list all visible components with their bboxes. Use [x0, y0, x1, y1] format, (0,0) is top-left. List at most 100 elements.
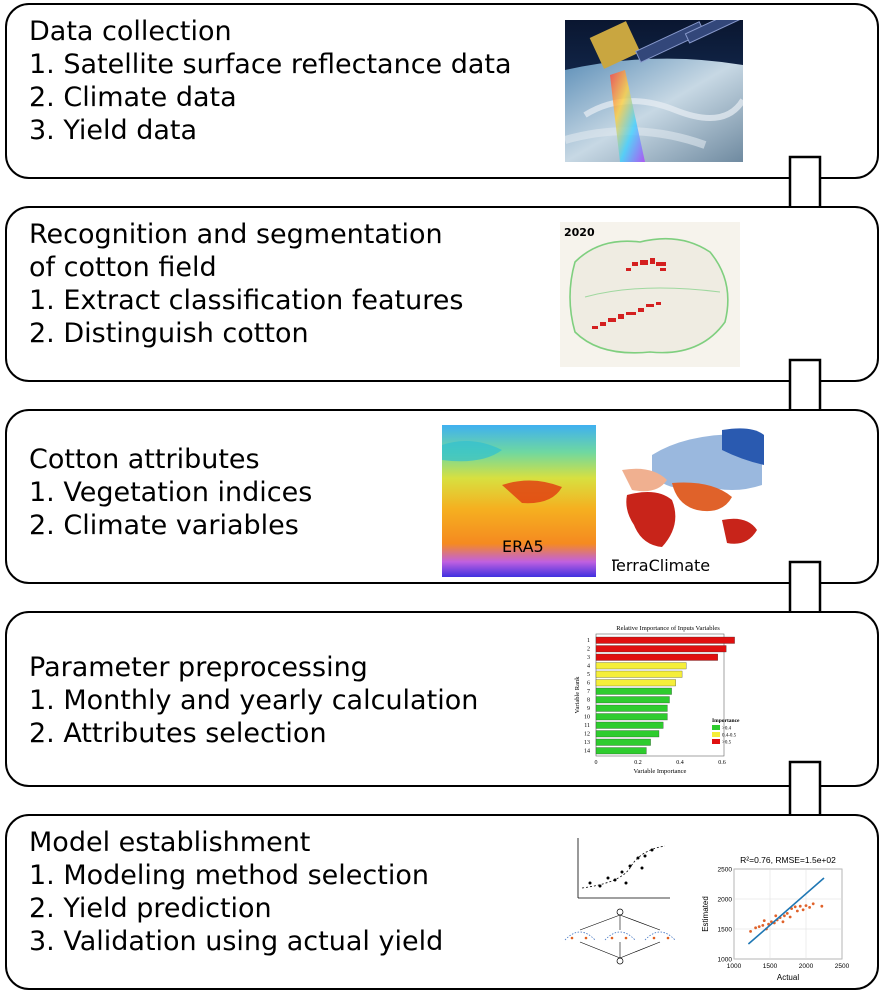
y-tick-label: 2000	[718, 896, 733, 903]
importance-bar	[595, 747, 647, 755]
x-tick-label: 1000	[727, 963, 742, 970]
step-title: Cotton attributes	[29, 444, 260, 475]
importance-bar	[595, 636, 735, 644]
step-item: 2. Distinguish cotton	[29, 318, 309, 349]
rank-label: 13	[584, 740, 590, 746]
importance-bar	[595, 670, 683, 678]
step-text: Cotton attributes 1. Vegetation indices …	[29, 443, 312, 542]
scatter-point	[788, 915, 792, 919]
step-item: 1. Vegetation indices	[29, 477, 313, 508]
scatter-xlabel: Actual	[777, 973, 799, 982]
x-tick-label: 2500	[835, 963, 850, 970]
rank-label: 11	[584, 723, 590, 729]
rank-label: 6	[587, 681, 590, 687]
step-title: Recognition and segmentation	[29, 219, 443, 250]
scatter-point	[801, 908, 805, 912]
step-recognition-segmentation: Recognition and segmentation of cotton f…	[5, 206, 879, 382]
scatter-point	[783, 914, 786, 918]
step-item: 2. Attributes selection	[29, 718, 327, 749]
x-tick: 0.6	[718, 760, 726, 766]
scatter-point	[774, 914, 778, 918]
step-data-collection: Data collection 1. Satellite surface ref…	[5, 3, 879, 179]
scatter-point	[793, 905, 797, 909]
step-item: 1. Monthly and yearly calculation	[29, 685, 479, 716]
x-tick-label: 1500	[763, 963, 778, 970]
step-item: 3. Validation using actual yield	[29, 926, 444, 957]
terraclimate-caption: TerraClimate	[612, 556, 711, 575]
step-item: 1. Modeling method selection	[29, 860, 429, 891]
scatter-point	[804, 904, 808, 907]
importance-bar	[595, 653, 718, 661]
step-item: 1. Satellite surface reflectance data	[29, 49, 512, 80]
y-tick-label: 2500	[718, 866, 733, 873]
x-tick: 0.4	[676, 760, 684, 766]
scatter-point	[761, 924, 765, 927]
y-tick-label: 1500	[718, 926, 733, 933]
importance-bar	[595, 704, 668, 712]
satellite-image	[565, 20, 743, 162]
scatter-point	[785, 912, 789, 915]
importance-bar	[595, 679, 676, 687]
step-text: Recognition and segmentation of cotton f…	[29, 218, 463, 350]
scatter-point	[820, 904, 824, 908]
scatter-grid	[733, 868, 843, 960]
era5-caption: ERA5	[502, 537, 544, 556]
step-title: Parameter preprocessing	[29, 652, 368, 683]
cotton-field-map: 2020	[560, 222, 740, 367]
step-item: 3. Yield data	[29, 115, 198, 146]
rank-label: 4	[587, 664, 590, 670]
importance-ylabel: Variable Rank	[574, 676, 581, 714]
step-item: 2. Climate data	[29, 82, 237, 113]
step-text: Model establishment 1. Modeling method s…	[29, 826, 443, 958]
scatter-ticks: 1000 1500 2000 2500 1000 1500 2000 2500	[718, 866, 850, 970]
importance-bar	[595, 662, 687, 670]
legend-swatch-high	[712, 739, 720, 744]
scatter-point	[808, 906, 811, 909]
era5-map: ERA5	[442, 425, 596, 577]
rank-label: 9	[587, 706, 590, 712]
rank-label: 2	[587, 647, 590, 653]
legend-title: Importance	[712, 718, 740, 724]
x-tick: 0.2	[634, 760, 642, 766]
step-title-cont: of cotton field	[29, 252, 217, 283]
scatter-point	[757, 925, 761, 928]
step-title: Data collection	[29, 16, 232, 47]
x-tick: 0	[595, 760, 598, 766]
legend-label: >0.4	[722, 727, 732, 732]
scatter-point	[795, 909, 799, 913]
y-tick-label: 1000	[718, 956, 733, 963]
rank-label: 5	[587, 672, 590, 678]
step-text: Parameter preprocessing 1. Monthly and y…	[29, 651, 478, 750]
step-item: 2. Climate variables	[29, 510, 299, 541]
step-model-establishment: Model establishment 1. Modeling method s…	[5, 814, 879, 990]
step-text: Data collection 1. Satellite surface ref…	[29, 15, 512, 147]
importance-bar	[595, 738, 651, 746]
rank-label: 10	[584, 715, 590, 721]
importance-bars	[595, 636, 735, 755]
step-title: Model establishment	[29, 827, 311, 858]
scatter-point	[762, 919, 766, 922]
importance-bar	[595, 696, 670, 704]
x-tick-label: 2000	[799, 963, 814, 970]
terraclimate-map: TerraClimate	[612, 425, 764, 577]
importance-chart-title: Relative Importance of Inputs Variables	[616, 625, 720, 632]
scatter-point	[811, 902, 815, 906]
rank-label: 12	[584, 732, 590, 738]
legend-swatch-low	[712, 725, 720, 730]
step-item: 2. Yield prediction	[29, 893, 272, 924]
legend-label: 0.4-0.5	[722, 734, 737, 739]
importance-bar	[595, 645, 727, 653]
importance-bar	[595, 721, 664, 729]
importance-xlabel: Variable Importance	[634, 768, 687, 775]
importance-bar	[595, 687, 672, 695]
fit-line	[747, 877, 825, 945]
importance-bar	[595, 713, 668, 721]
rank-label: 14	[584, 749, 590, 755]
step-item: 1. Extract classification features	[29, 285, 464, 316]
scatter-point	[749, 930, 752, 933]
scatter-ylabel: Estimated	[701, 896, 710, 932]
importance-chart: Relative Importance of Inputs Variables …	[570, 622, 750, 780]
legend-swatch-mid	[712, 732, 720, 737]
scatter-point	[798, 904, 802, 908]
